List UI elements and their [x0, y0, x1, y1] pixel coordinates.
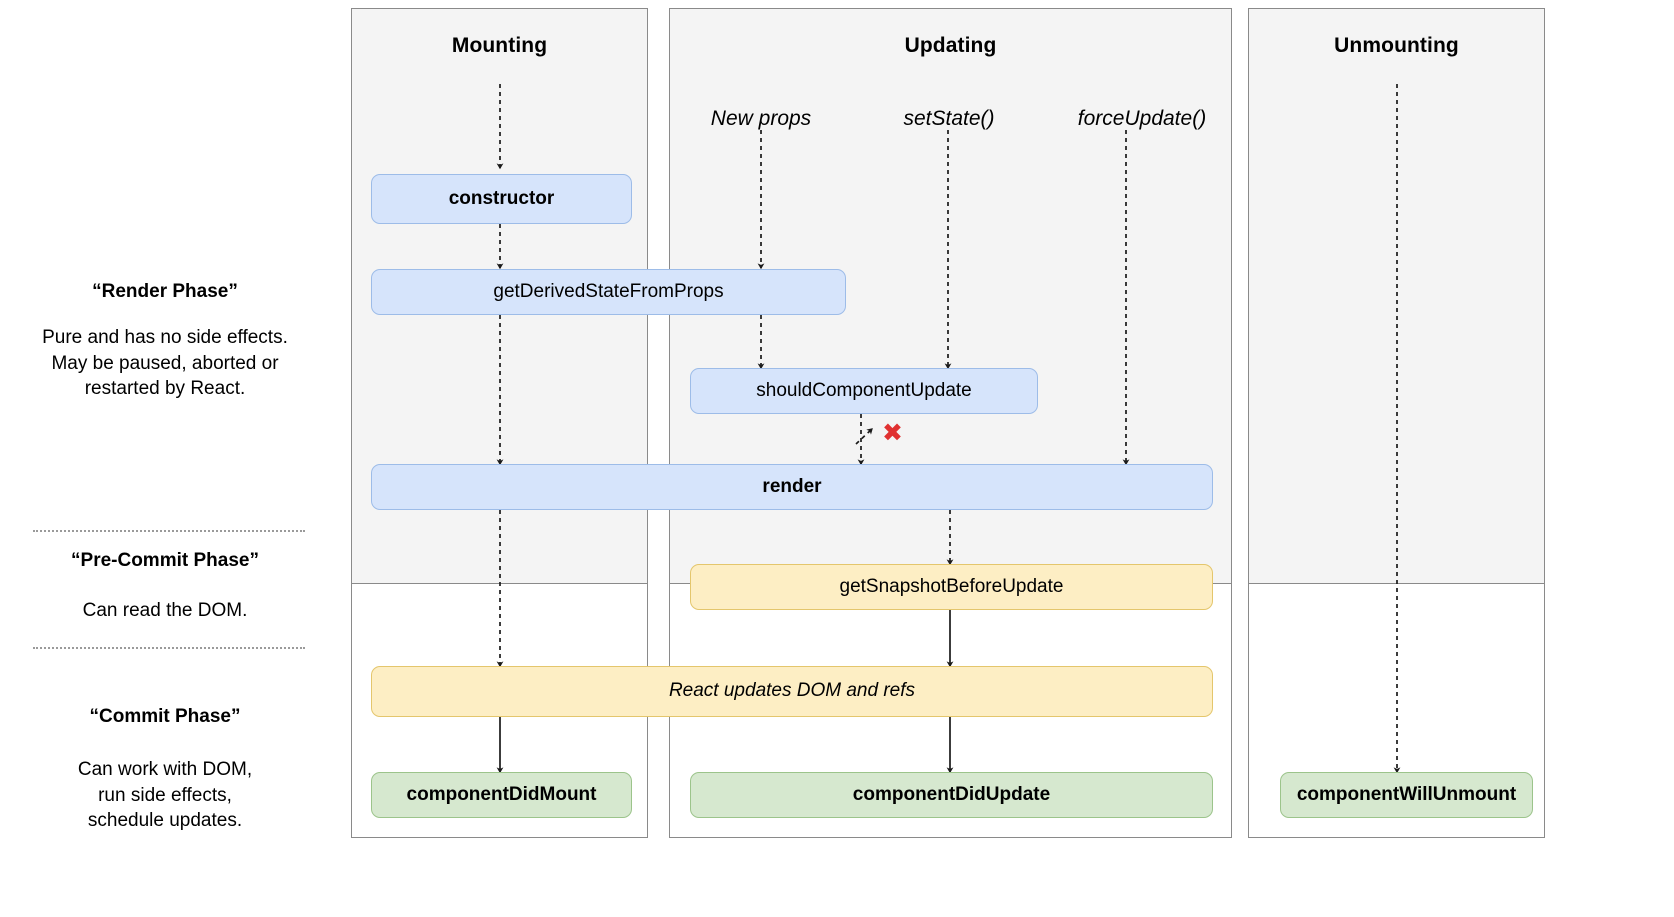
- phase-title-commit: “Commit Phase”: [89, 706, 241, 727]
- node-component-did-update[interactable]: componentDidUpdate: [690, 772, 1213, 818]
- phase-title-render: “Render Phase”: [92, 281, 238, 302]
- node-react-updates-dom-and-refs[interactable]: React updates DOM and refs: [371, 666, 1213, 717]
- node-render[interactable]: render: [371, 464, 1213, 510]
- node-should-component-update[interactable]: shouldComponentUpdate: [690, 368, 1038, 414]
- column-frame-mounting: [351, 8, 648, 838]
- node-constructor[interactable]: constructor: [371, 174, 632, 224]
- column-title-unmounting: Unmounting: [1334, 34, 1459, 57]
- skip-render-x-icon: ✖: [882, 418, 903, 447]
- trigger-label-new-props: New props: [710, 107, 812, 130]
- phase-divider-top: [33, 530, 305, 532]
- column-frame-unmounting: [1248, 8, 1545, 838]
- trigger-label-set-state: setState(): [903, 107, 995, 130]
- node-component-will-unmount[interactable]: componentWillUnmount: [1280, 772, 1533, 818]
- node-get-derived-state-from-props[interactable]: getDerivedStateFromProps: [371, 269, 846, 315]
- phase-description-render: Pure and has no side effects. May be pau…: [42, 327, 288, 400]
- node-component-did-mount[interactable]: componentDidMount: [371, 772, 632, 818]
- column-title-mounting: Mounting: [451, 34, 548, 57]
- phase-description-commit: Can work with DOM, run side effects, sch…: [77, 759, 253, 832]
- phase-title-pre-commit: “Pre-Commit Phase”: [71, 550, 259, 571]
- render-phase-shade-unmounting: [1249, 9, 1544, 584]
- trigger-label-force-update: forceUpdate(): [1077, 107, 1207, 130]
- column-title-updating: Updating: [904, 34, 997, 57]
- node-get-snapshot-before-update[interactable]: getSnapshotBeforeUpdate: [690, 564, 1213, 610]
- phase-description-pre-commit: Can read the DOM.: [82, 600, 248, 621]
- phase-divider-bottom: [33, 647, 305, 649]
- column-frame-updating: [669, 8, 1232, 838]
